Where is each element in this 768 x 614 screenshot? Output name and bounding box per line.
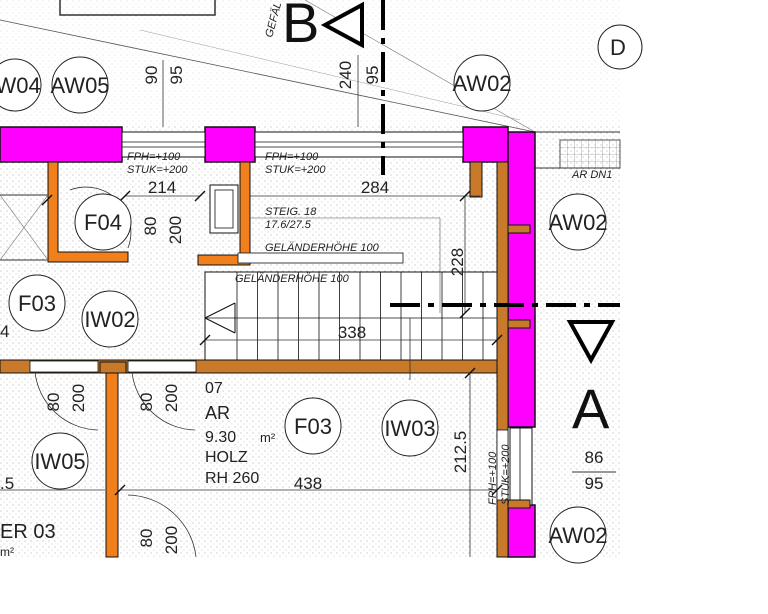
- room-left-area-unit: m²: [0, 545, 14, 559]
- note-fph-2: FPH=+100: [265, 151, 319, 163]
- section-arrow-a: [566, 320, 616, 365]
- window-top-2: [254, 131, 464, 158]
- dim-200-f04: 200: [166, 216, 185, 244]
- window-top-1: [121, 131, 206, 158]
- tag-circle-d: [597, 24, 643, 70]
- room-floor: HOLZ: [205, 449, 248, 466]
- tag-circle-iw04: [0, 58, 42, 112]
- partition-iw05: [105, 372, 119, 558]
- dim-95-right: 95: [585, 474, 604, 493]
- note-fph-v: FPH=+100: [487, 451, 499, 505]
- exterior-wall-top-mid: [204, 126, 256, 163]
- dim-4-left: 4: [0, 322, 9, 341]
- exterior-wall-right: [507, 131, 536, 428]
- dim-90: 90: [142, 66, 161, 85]
- tag-iw05: IW05: [34, 449, 85, 474]
- section-mark-b: B: [282, 0, 319, 54]
- note-stuk-v: STUK=+200: [500, 444, 512, 505]
- tag-circle-f03-room: [284, 397, 342, 455]
- door-swing-1: [34, 371, 99, 431]
- roof-line: [0, 19, 536, 133]
- dim-338: 338: [338, 323, 366, 342]
- tag-aw05: AW05: [50, 73, 109, 98]
- tag-iw04: IW04: [0, 73, 41, 98]
- exterior-wall-top-right: [462, 126, 509, 163]
- dim-200-a: 200: [69, 384, 88, 412]
- partition-f04: [47, 161, 129, 263]
- note-stuk-2: STUK=+200: [265, 164, 326, 176]
- frame-top: [59, 0, 216, 16]
- dim-228: 228: [448, 248, 467, 276]
- tag-circle-aw02-right: [549, 193, 607, 251]
- stair-arrow: [204, 302, 236, 334]
- note-stuk-1: STUK=+200: [127, 164, 188, 176]
- door-swing-3: [127, 494, 197, 558]
- dim-214: 214: [148, 178, 176, 197]
- dimension-lines: [0, 55, 497, 557]
- door-swing-2: [131, 371, 196, 431]
- room-height: RH 260: [205, 470, 259, 487]
- dim-200-c: 200: [162, 526, 181, 554]
- tag-f04: F04: [84, 210, 122, 235]
- tag-circle-f04: [74, 193, 132, 251]
- exterior-wall-right-lower: [507, 504, 536, 558]
- note-gelaender-1: GELÄNDERHÖHE 100: [265, 242, 380, 254]
- room-name: AR: [205, 403, 230, 423]
- note-fph-1: FPH=+100: [127, 151, 181, 163]
- tag-iw03: IW03: [384, 416, 435, 441]
- chimney: [209, 184, 239, 234]
- tag-circle-iw02: [81, 290, 139, 348]
- room-area-unit: m²: [260, 430, 276, 445]
- dim-80-f04: 80: [141, 217, 160, 236]
- tag-circle-aw05: [51, 56, 109, 114]
- tag-aw02-bottom: AW02: [548, 523, 607, 548]
- note-ar-dn: AR DN1: [571, 169, 612, 181]
- dim-86: 86: [585, 448, 604, 467]
- tag-circle-f03-left: [8, 274, 66, 332]
- section-mark-a: A: [572, 377, 610, 440]
- dim-5-left: .5: [0, 474, 14, 493]
- dim-80-b: 80: [137, 393, 156, 412]
- tag-circle-iw03: [381, 399, 439, 457]
- dim-95-top: 95: [167, 66, 186, 85]
- room-left-name: ER 03: [0, 521, 56, 543]
- tag-d: D: [610, 35, 626, 60]
- railing: [237, 252, 404, 264]
- staircase: [204, 217, 498, 361]
- dim-80-c: 80: [137, 529, 156, 548]
- tag-aw02-top: AW02: [452, 71, 511, 96]
- dim-212-5: 212.5: [451, 431, 470, 474]
- note-gelaender-2: GELÄNDERHÖHE 100: [235, 273, 350, 285]
- tag-f03-left: F03: [18, 291, 56, 316]
- tag-circle-iw05: [31, 432, 89, 490]
- tag-circle-aw02-top: [453, 54, 511, 112]
- tag-circle-aw02-bottom: [549, 506, 607, 564]
- dim-200-b: 200: [162, 384, 181, 412]
- window-right: [509, 427, 533, 506]
- gutter-grid: [559, 139, 621, 169]
- tag-aw02-right: AW02: [548, 210, 607, 235]
- dim-284: 284: [361, 178, 389, 197]
- tag-f03-room: F03: [294, 414, 332, 439]
- dim-438: 438: [294, 474, 322, 493]
- note-steig: STEIG. 18: [265, 206, 317, 218]
- room-number: 07: [205, 380, 223, 397]
- exterior-wall-top-left: [0, 126, 123, 163]
- dim-80-a: 80: [44, 393, 63, 412]
- section-arrow-b: [320, 1, 364, 49]
- dim-95-top-2: 95: [363, 66, 382, 85]
- tag-iw02: IW02: [84, 307, 135, 332]
- dim-240: 240: [336, 61, 355, 89]
- note-steig-ratio: 17.6/27.5: [265, 219, 312, 231]
- shaft-left: [0, 194, 49, 261]
- room-area: 9.30: [205, 429, 236, 446]
